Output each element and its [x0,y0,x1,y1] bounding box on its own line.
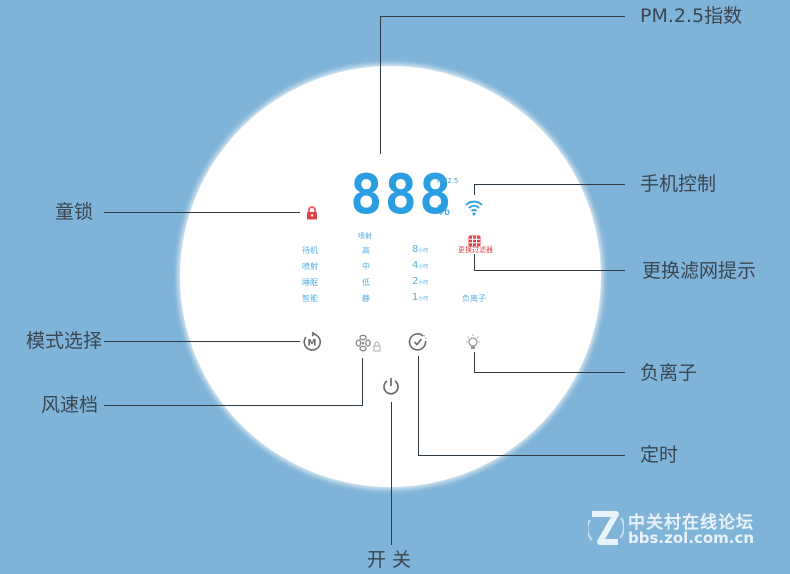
power-icon[interactable] [381,376,401,402]
speed-quiet: 静 [362,294,370,303]
mode-standby: 待机 [302,246,318,255]
timer-2h: 2小时 [412,276,428,287]
timer-8h: 8小时 [412,244,428,255]
callout-child-lock: 童锁 [55,201,94,223]
timer-1h: 1小时 [412,292,428,303]
wifi-leader-vertical [474,184,475,195]
watermark-site-name: 中关村在线论坛 [628,513,754,533]
anion-indicator-label: 负离子 [462,294,486,303]
svg-text:M: M [308,339,317,349]
speed-low: 低 [362,278,370,287]
callout-anion: 负离子 [640,362,698,384]
timer-icon[interactable] [408,332,428,356]
timer-4h: 4小时 [412,260,428,271]
callout-power: 开 关 [367,549,412,571]
timer-unit: 小时 [418,264,429,270]
fan-icon[interactable] [355,333,385,359]
mode-m-icon[interactable]: M [302,331,322,356]
pm25-leader-horizontal [380,16,625,17]
callout-pm25: PM.2.5指数 [640,5,743,27]
timer-leader-horizontal [418,455,625,456]
anion-leader-vertical [474,352,475,372]
bulb-icon[interactable] [463,333,483,357]
timer-unit: 小时 [418,296,429,302]
spray-label: 喷射 [358,232,372,240]
callout-fan-speed: 风速档 [41,394,99,416]
control-panel [180,66,601,487]
watermark-url: bbs.zol.com.cn [628,529,755,547]
fan-leader-vertical [362,358,363,405]
callout-timer: 定时 [640,444,679,466]
zol-logo-icon [588,511,624,545]
timer-value: 1 [412,292,419,303]
power-leader [391,402,392,545]
wifi-icon [464,197,484,221]
anion-leader-horizontal [474,372,625,373]
pm25-leader-vertical [380,16,381,154]
mode-sleep: 睡眠 [302,278,318,287]
percent-sign: % [437,203,451,219]
timer-unit: 小时 [418,248,429,254]
filter-leader-horizontal [474,270,625,271]
lock-icon [306,205,318,224]
wifi-leader-horizontal [474,184,625,185]
filter-leader-vertical [474,254,475,271]
timer-value: 4 [412,260,419,271]
timer-unit: 小时 [418,280,429,286]
callout-mode-select: 模式选择 [26,330,103,352]
timer-value: 2 [412,276,419,287]
fan-leader-horizontal [104,405,363,406]
filter-warning-label: 更换过滤器 [458,246,493,254]
pm25-unit-label: PM2.5 [437,177,459,185]
mode-spray: 喷射 [302,262,318,271]
pm25-digit-display: 888 [350,163,454,226]
mode-leader [104,341,300,342]
speed-high: 高 [362,246,370,255]
filter-grid-icon [468,232,481,251]
callout-phone-control: 手机控制 [640,173,717,195]
timer-value: 8 [412,244,419,255]
child-lock-leader [104,212,300,213]
timer-leader-vertical [418,356,419,455]
speed-medium: 中 [362,262,370,271]
mode-smart: 智能 [302,294,318,303]
callout-filter-reminder: 更换滤网提示 [642,260,757,282]
